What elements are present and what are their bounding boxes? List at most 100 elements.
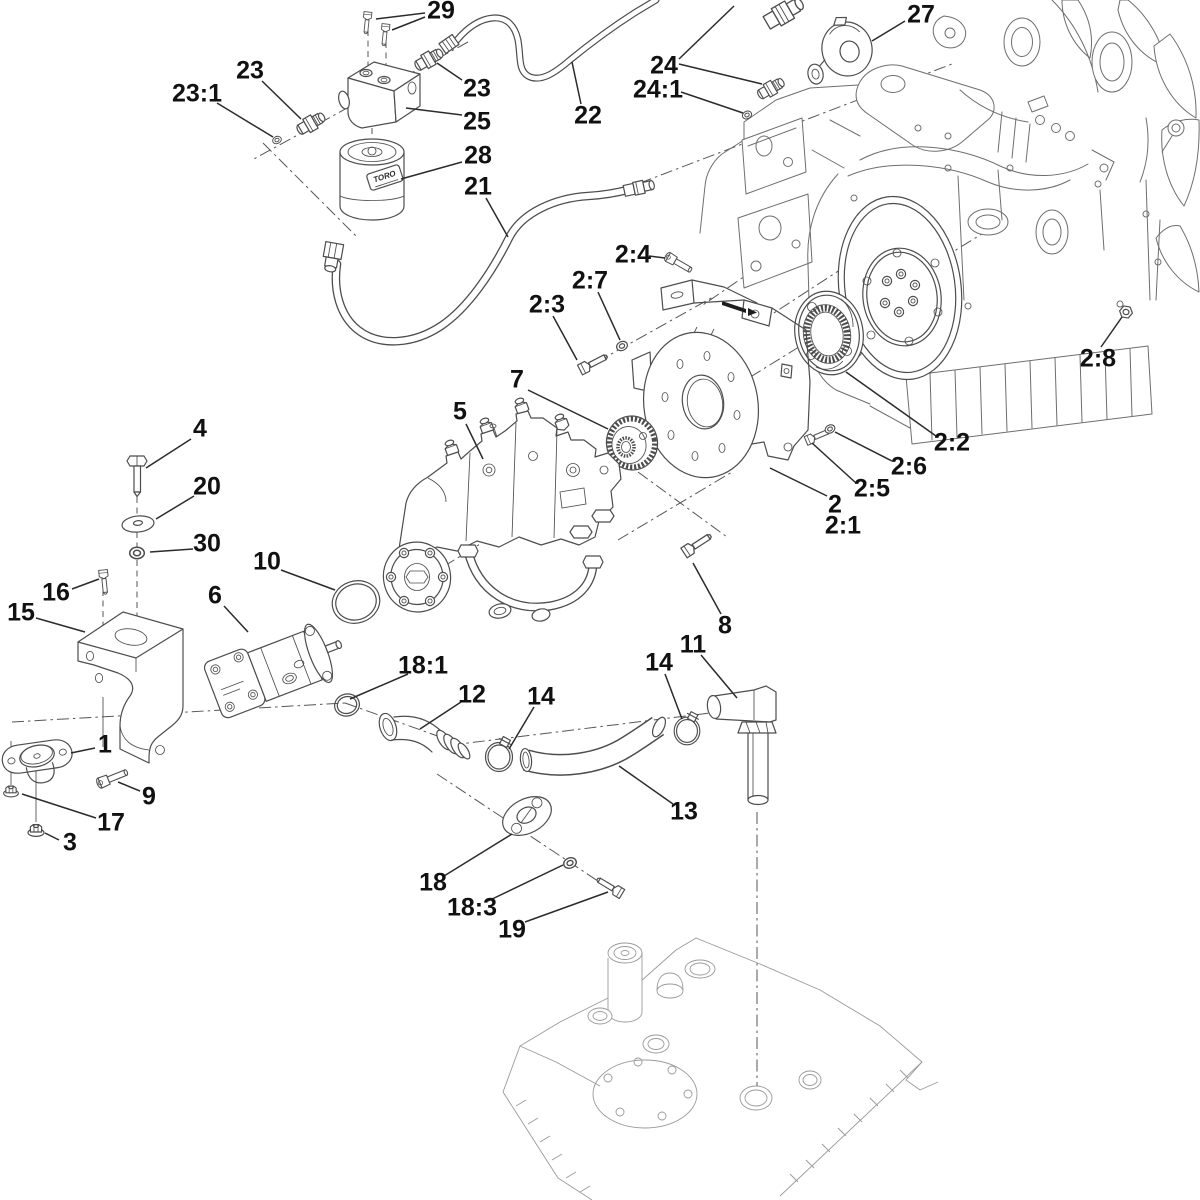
leader-line-30 (149, 548, 194, 553)
part-label-2-3: 2:3 (528, 290, 566, 319)
leader-line-18-1 (349, 673, 409, 700)
coupling-hub-27 (807, 16, 873, 85)
hydraulic-tank (502, 937, 939, 1200)
leader-line-2-6 (834, 431, 893, 462)
fitting-23-left (293, 108, 329, 139)
flywheel (837, 195, 963, 381)
part-label-2-6: 2:6 (890, 452, 928, 481)
nut-3 (27, 823, 45, 838)
part-label-6: 6 (208, 581, 222, 610)
leader-line-2-8 (1100, 316, 1123, 348)
leader-line-14-left (508, 706, 535, 750)
part-label-2: 2 (828, 490, 842, 519)
part-label-12: 12 (458, 680, 486, 709)
part-label-16: 16 (42, 578, 70, 607)
leader-line-19 (524, 891, 609, 923)
leader-line-7 (527, 389, 609, 430)
nut-17 (3, 785, 19, 798)
leader-line-8 (692, 562, 722, 615)
part-label-5: 5 (453, 397, 467, 426)
leader-line-17 (21, 793, 97, 819)
leader-line-25 (405, 107, 463, 116)
ring-24-1 (740, 109, 754, 121)
part-label-23-1: 23:1 (171, 79, 223, 108)
leader-line-22 (571, 61, 582, 105)
leader-line-2-5 (811, 442, 857, 484)
filter-cartridge: TORO (339, 138, 405, 221)
part-label-28: 28 (464, 141, 492, 170)
leader-line-27 (871, 20, 906, 42)
hydrostatic-pump (382, 395, 622, 622)
leader-line-14-right (664, 673, 683, 720)
leader-line-9 (117, 781, 141, 792)
fitting-23-right (411, 44, 447, 75)
leader-line-15 (35, 617, 86, 633)
hose-21 (322, 179, 655, 346)
elbow-fitting-11 (706, 685, 777, 806)
bolt-2-3 (576, 350, 611, 376)
coupling-gear (605, 415, 659, 471)
fitting-top (762, 0, 804, 30)
filter-head (338, 61, 421, 129)
leader-line-2-2 (845, 371, 937, 437)
leader-line-3 (44, 832, 60, 841)
flange-18 (502, 796, 552, 836)
leader-line-23-left (261, 80, 302, 120)
leader-line-24 (678, 5, 735, 60)
part-label-1: 1 (98, 730, 112, 759)
part-label-23-right: 23 (463, 74, 491, 103)
leader-line-16 (71, 578, 100, 590)
rubber-mount (1, 739, 73, 784)
part-label-18: 18 (419, 868, 447, 897)
bolt-2-4 (662, 250, 695, 276)
leader-line-4 (145, 438, 192, 469)
drive-coupler (794, 290, 864, 376)
part-label-20: 20 (193, 472, 221, 501)
leader-line-28 (400, 161, 463, 180)
leader-line-24 (678, 63, 763, 85)
part-label-8: 8 (718, 611, 732, 640)
washer-18-3 (561, 855, 579, 871)
clamp-14-right (673, 709, 701, 746)
part-label-2-7: 2:7 (571, 266, 609, 295)
part-label-2-5: 2:5 (853, 474, 891, 503)
part-label-2-8: 2:8 (1079, 344, 1117, 373)
leader-line-2-7 (597, 291, 621, 341)
mount-bracket (77, 611, 184, 764)
part-label-9: 9 (142, 782, 156, 811)
part-label-27: 27 (907, 0, 935, 29)
part-label-14-right: 14 (645, 648, 673, 677)
leader-lines (21, 5, 1123, 923)
part-label-3: 3 (63, 828, 77, 857)
leader-line-21 (485, 197, 509, 238)
oil-filter-assembly: TORO (270, 11, 447, 221)
hose-13 (519, 716, 667, 776)
bolt-8 (680, 530, 715, 559)
part-label-17: 17 (97, 808, 125, 837)
part-label-2-1: 2:1 (824, 511, 862, 540)
leader-line-23-right (436, 62, 463, 81)
part-label-7: 7 (510, 365, 524, 394)
leader-line-1 (70, 747, 96, 754)
leader-line-18-3 (487, 864, 564, 902)
leader-line-2-3 (552, 315, 578, 361)
part-label-14-left: 14 (527, 682, 555, 711)
part-label-19: 19 (498, 915, 526, 944)
part-label-18-1: 18:1 (397, 651, 449, 680)
leader-line-18 (443, 833, 513, 877)
part-label-24-1: 24:1 (632, 75, 684, 104)
part-label-2-4: 2:4 (614, 240, 652, 269)
bolt-4 (126, 455, 148, 498)
leader-line-2-4 (648, 255, 666, 259)
pump-adapter-housing (631, 279, 811, 479)
leader-line-29 (391, 16, 426, 31)
washer-30 (128, 546, 146, 560)
washer-20 (121, 515, 155, 533)
leader-line-23-1 (216, 102, 274, 138)
part-label-22: 22 (574, 101, 602, 130)
part-label-4: 4 (193, 414, 207, 443)
part-label-2-2: 2:2 (933, 428, 971, 457)
leader-line-6 (223, 605, 249, 633)
suction-tube-12 (378, 712, 471, 760)
